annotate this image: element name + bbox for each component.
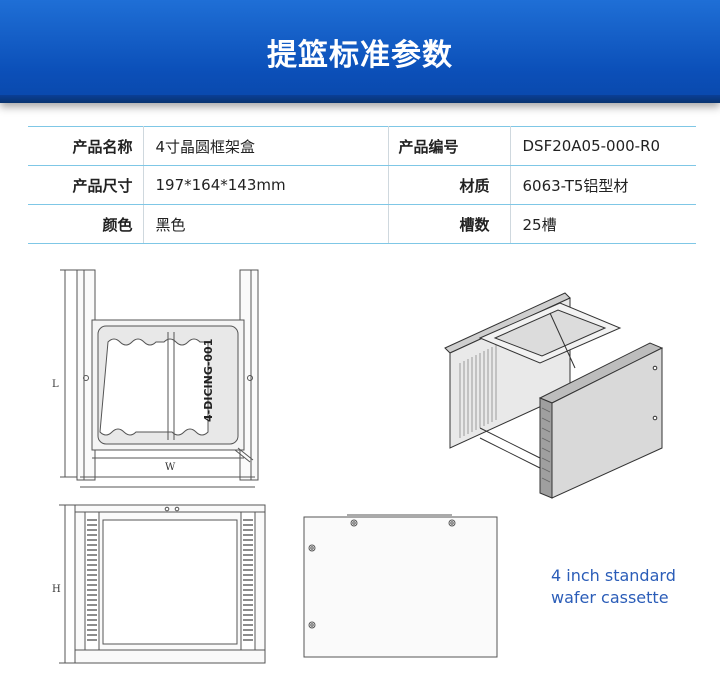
header-banner: 提篮标准参数 <box>0 0 720 103</box>
side-view-drawing <box>303 514 498 658</box>
spec-label: 材质 <box>388 165 511 205</box>
spec-table: 产品名称 4寸晶圆框架盒 产品编号 DSF20A05-000-R0 产品尺寸 1… <box>28 126 696 244</box>
spec-value: 6063-T5铝型材 <box>510 165 696 205</box>
spec-label: 产品编号 <box>388 126 511 166</box>
spec-label: 产品尺寸 <box>28 165 144 205</box>
spec-value: 197*164*143mm <box>143 165 389 205</box>
table-row: 产品名称 4寸晶圆框架盒 产品编号 DSF20A05-000-R0 <box>28 126 696 166</box>
isometric-drawing <box>444 292 664 499</box>
caption-line: wafer cassette <box>551 588 669 607</box>
spec-value: 4寸晶圆框架盒 <box>143 126 389 166</box>
frame-marking: 4-DICING-001 <box>202 339 215 422</box>
spec-label: 槽数 <box>388 204 511 244</box>
product-caption: 4 inch standard wafer cassette <box>551 565 676 609</box>
spec-label: 产品名称 <box>28 126 144 166</box>
banner-bottom-band <box>0 95 720 103</box>
spec-value: DSF20A05-000-R0 <box>510 126 696 166</box>
front-view-drawing: H <box>52 504 266 664</box>
caption-line: 4 inch standard <box>551 566 676 585</box>
dimension-label-length: L <box>52 379 59 390</box>
top-view-drawing: L W 4-DICING-001 <box>52 269 259 488</box>
spec-value: 黑色 <box>143 204 389 244</box>
dimension-label-height: H <box>52 584 61 595</box>
table-row: 颜色 黑色 槽数 25槽 <box>28 204 696 244</box>
page-title: 提篮标准参数 <box>267 38 453 73</box>
table-row: 产品尺寸 197*164*143mm 材质 6063-T5铝型材 <box>28 165 696 205</box>
dimension-label-width: W <box>165 462 176 473</box>
spec-value: 25槽 <box>510 204 696 244</box>
spec-label: 颜色 <box>28 204 144 244</box>
